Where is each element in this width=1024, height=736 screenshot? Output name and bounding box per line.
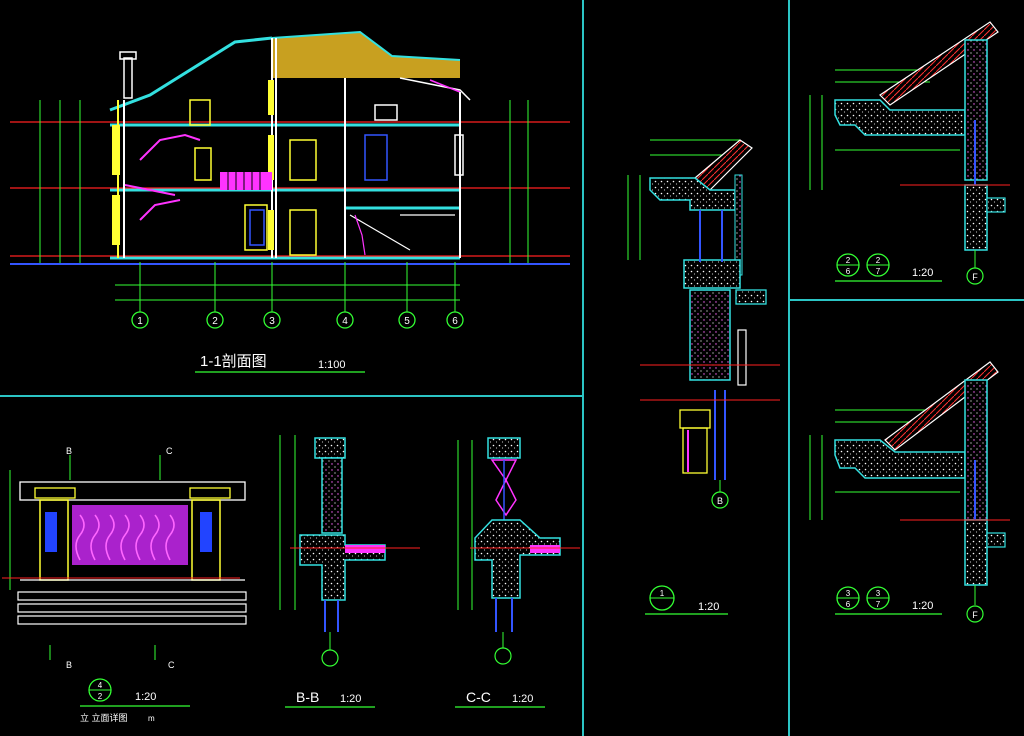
cut-label-b-top: B xyxy=(66,446,72,456)
svg-text:3: 3 xyxy=(846,589,851,598)
section-bb-scale: 1:20 xyxy=(340,693,361,705)
svg-text:3: 3 xyxy=(876,589,881,598)
svg-text:4: 4 xyxy=(98,681,103,690)
axis-label: 1 xyxy=(137,316,143,327)
eave-detail-3-axis: F xyxy=(972,610,978,620)
eave-detail-3-drawing xyxy=(809,361,1010,623)
balcony-elev-caption-suffix: m xyxy=(148,714,155,723)
section-cc-scale: 1:20 xyxy=(512,693,533,705)
svg-text:1: 1 xyxy=(660,589,665,598)
svg-text:6: 6 xyxy=(846,600,851,609)
baluster-band xyxy=(72,505,188,565)
section-1-1-drawing xyxy=(10,30,570,312)
svg-text:2: 2 xyxy=(846,256,851,265)
eave-detail-2-scale: 1:20 xyxy=(912,267,933,279)
eave-detail-2-axis: F xyxy=(972,272,978,282)
balcony-elevation-drawing xyxy=(2,455,247,660)
chimney xyxy=(123,57,133,99)
axis-label: 4 xyxy=(342,316,348,327)
balcony-elev-caption: 立 立面详图 xyxy=(80,712,128,723)
axis-label: 5 xyxy=(404,316,410,327)
eave-detail-1-axis: B xyxy=(717,496,723,506)
balcony-detail-marker: 4 2 xyxy=(88,678,112,702)
roof-fill xyxy=(272,32,460,78)
section-1-1-title: 1-1剖面图 xyxy=(200,353,267,370)
svg-text:7: 7 xyxy=(876,267,881,276)
cut-label-b-bottom: B xyxy=(66,660,72,670)
roof-outline xyxy=(109,36,273,112)
eave-detail-2-markers: 2 6 2 7 xyxy=(836,253,890,277)
section-cc-drawing xyxy=(457,437,580,665)
balcony-elev-scale: 1:20 xyxy=(135,691,156,703)
axis-label: 3 xyxy=(269,316,275,327)
section-1-1-scale: 1:100 xyxy=(318,359,346,371)
section-cc-title: C-C xyxy=(466,689,491,705)
axis-label: 6 xyxy=(452,316,458,327)
axis-bubbles xyxy=(131,311,464,329)
svg-text:2: 2 xyxy=(876,256,881,265)
section-bb-drawing xyxy=(279,435,420,667)
section-bb-title: B-B xyxy=(296,689,319,705)
eave-detail-1-drawing xyxy=(627,139,780,509)
eave-detail-2-drawing xyxy=(809,21,1010,285)
svg-text:7: 7 xyxy=(876,600,881,609)
svg-text:2: 2 xyxy=(98,692,103,701)
eave-detail-3-scale: 1:20 xyxy=(912,600,933,612)
eave-detail-1-scale: 1:20 xyxy=(698,601,719,613)
axis-label: 2 xyxy=(212,316,218,327)
eave-detail-1-marker: 1 xyxy=(649,585,675,611)
eave-detail-3-markers: 3 6 3 7 xyxy=(836,586,890,610)
cut-label-c-bottom: C xyxy=(168,660,175,670)
svg-text:6: 6 xyxy=(846,267,851,276)
cut-label-c-top: C xyxy=(166,446,173,456)
